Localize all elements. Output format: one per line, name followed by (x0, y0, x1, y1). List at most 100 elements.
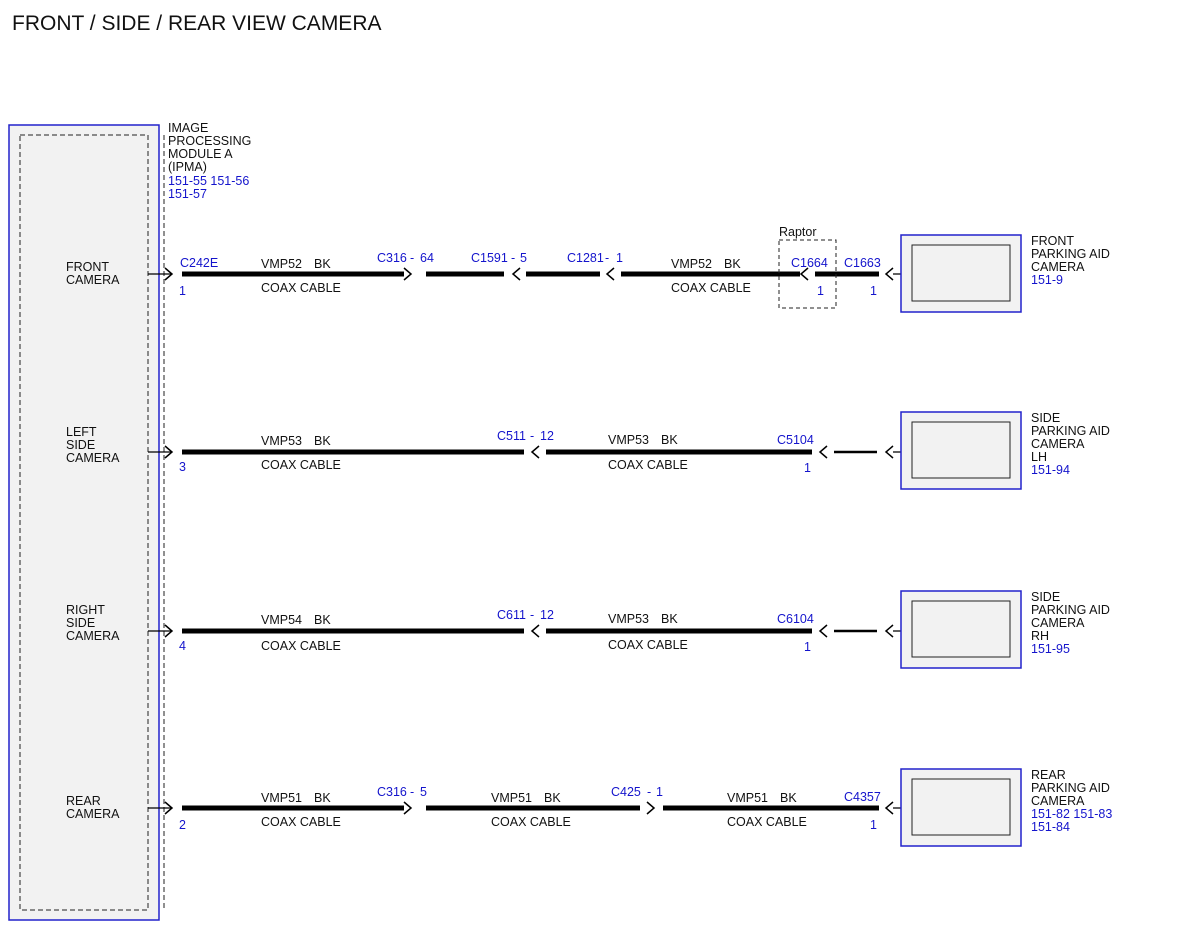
ipma-ref-line-1[interactable]: 151-55 151-56 (168, 174, 249, 188)
rear-seg3-color: BK (780, 791, 797, 805)
ipma-name-line-2: PROCESSING (168, 134, 251, 148)
right-seg2-wire: VMP53 (608, 612, 649, 626)
circuit-rear: 2 VMP51 BK COAX CABLE C316 - 5 VMP51 BK … (148, 768, 1112, 847)
c611-name[interactable]: C611 (497, 608, 526, 622)
c425-dash: - (647, 785, 651, 799)
front-camera-label-1: FRONT (66, 260, 109, 274)
c4357-name[interactable]: C4357 (844, 790, 881, 804)
ipma-name-line-3: MODULE A (168, 147, 233, 161)
c1663-name[interactable]: C1663 (844, 256, 881, 270)
front-seg1-wire: VMP52 (261, 257, 302, 271)
c425-pin: 1 (656, 785, 663, 799)
left-device-name-4: LH (1031, 450, 1047, 464)
rear-seg2-wire: VMP51 (491, 791, 532, 805)
c316-front-dash: - (410, 251, 414, 265)
front-seg4-color: BK (724, 257, 741, 271)
c4357-symbol (884, 801, 894, 815)
ipma-name-line-4: (IPMA) (168, 160, 207, 174)
rear-camera-label-1: REAR (66, 794, 101, 808)
right-module-connector-symbol (164, 624, 174, 638)
left-camera-label-3: CAMERA (66, 451, 120, 465)
front-module-connector[interactable]: C242E (180, 256, 218, 270)
c1663-pin: 1 (870, 284, 877, 298)
c611-pin: 12 (540, 608, 554, 622)
right-parking-aid-camera-inner (911, 600, 1011, 658)
left-device-connector-symbol (884, 445, 894, 459)
c6104-name[interactable]: C6104 (777, 612, 814, 626)
c1281-name[interactable]: C1281 (567, 251, 604, 265)
rear-parking-aid-camera-inner (911, 778, 1011, 836)
left-device-ref-1[interactable]: 151-94 (1031, 463, 1070, 477)
rear-camera-label-2: CAMERA (66, 807, 120, 821)
circuit-right: 4 VMP54 BK COAX CABLE C611 - 12 VMP53 BK… (148, 590, 1110, 669)
right-device-name-1: SIDE (1031, 590, 1060, 604)
c1663-symbol (884, 267, 894, 281)
c1591-name[interactable]: C1591 (471, 251, 508, 265)
c1664-pin: 1 (817, 284, 824, 298)
c316-rear-dash: - (410, 785, 414, 799)
rear-device-ref-2[interactable]: 151-84 (1031, 820, 1070, 834)
front-module-pin: 1 (179, 284, 186, 298)
front-device-name-3: CAMERA (1031, 260, 1085, 274)
c1591-pin: 5 (520, 251, 527, 265)
c611-dash: - (530, 608, 534, 622)
left-device-name-2: PARKING AID (1031, 424, 1110, 438)
front-parking-aid-camera-inner (911, 244, 1011, 302)
c425-symbol (646, 801, 656, 815)
c1281-dash: - (605, 251, 609, 265)
right-device-name-4: RH (1031, 629, 1049, 643)
rear-seg2-cable: COAX CABLE (491, 815, 571, 829)
right-seg1-wire: VMP54 (261, 613, 302, 627)
circuit-left: 3 VMP53 BK COAX CABLE C511 - 12 VMP53 BK… (148, 411, 1110, 490)
rear-seg3-cable: COAX CABLE (727, 815, 807, 829)
left-seg2-cable: COAX CABLE (608, 458, 688, 472)
c511-dash: - (530, 429, 534, 443)
c316-front-name[interactable]: C316 (377, 251, 407, 265)
c611-symbol (530, 624, 540, 638)
c1664-name[interactable]: C1664 (791, 256, 828, 270)
right-camera-label-1: RIGHT (66, 603, 105, 617)
left-module-connector-symbol (164, 445, 174, 459)
front-seg1-color: BK (314, 257, 331, 271)
rear-device-ref-1[interactable]: 151-82 151-83 (1031, 807, 1112, 821)
c316-front-pin: 64 (420, 251, 434, 265)
front-device-ref-1[interactable]: 151-9 (1031, 273, 1063, 287)
left-seg1-cable: COAX CABLE (261, 458, 341, 472)
right-seg2-cable: COAX CABLE (608, 638, 688, 652)
c5104-symbol (818, 445, 828, 459)
left-module-pin: 3 (179, 460, 186, 474)
rear-device-name-1: REAR (1031, 768, 1066, 782)
left-device-name-3: CAMERA (1031, 437, 1085, 451)
rear-device-name-3: CAMERA (1031, 794, 1085, 808)
right-device-ref-1[interactable]: 151-95 (1031, 642, 1070, 656)
c1591-dash: - (511, 251, 515, 265)
c1281-1-symbol (605, 267, 615, 281)
ipma-ref-line-2[interactable]: 151-57 (168, 187, 207, 201)
left-parking-aid-camera-inner (911, 421, 1011, 479)
c316-rear-name[interactable]: C316 (377, 785, 407, 799)
right-seg1-cable: COAX CABLE (261, 639, 341, 653)
rear-seg1-wire: VMP51 (261, 791, 302, 805)
rear-seg3-wire: VMP51 (727, 791, 768, 805)
rear-device-name-2: PARKING AID (1031, 781, 1110, 795)
front-seg1-cable: COAX CABLE (261, 281, 341, 295)
left-camera-label-2: SIDE (66, 438, 95, 452)
c4357-pin: 1 (870, 818, 877, 832)
c6104-symbol (818, 624, 828, 638)
left-camera-label-1: LEFT (66, 425, 97, 439)
c1281-pin: 1 (616, 251, 623, 265)
ipma-name-line-1: IMAGE (168, 121, 208, 135)
c511-name[interactable]: C511 (497, 429, 526, 443)
ipma-module: IMAGE PROCESSING MODULE A (IPMA) 151-55 … (8, 121, 251, 921)
c316-5-symbol (403, 801, 413, 815)
c425-name[interactable]: C425 (611, 785, 641, 799)
left-seg2-color: BK (661, 433, 678, 447)
right-camera-label-2: SIDE (66, 616, 95, 630)
c316-64-symbol (403, 267, 413, 281)
c5104-name[interactable]: C5104 (777, 433, 814, 447)
c511-symbol (530, 445, 540, 459)
left-seg1-wire: VMP53 (261, 434, 302, 448)
front-module-connector-symbol (164, 267, 174, 281)
diagram-title: FRONT / SIDE / REAR VIEW CAMERA (12, 12, 382, 35)
